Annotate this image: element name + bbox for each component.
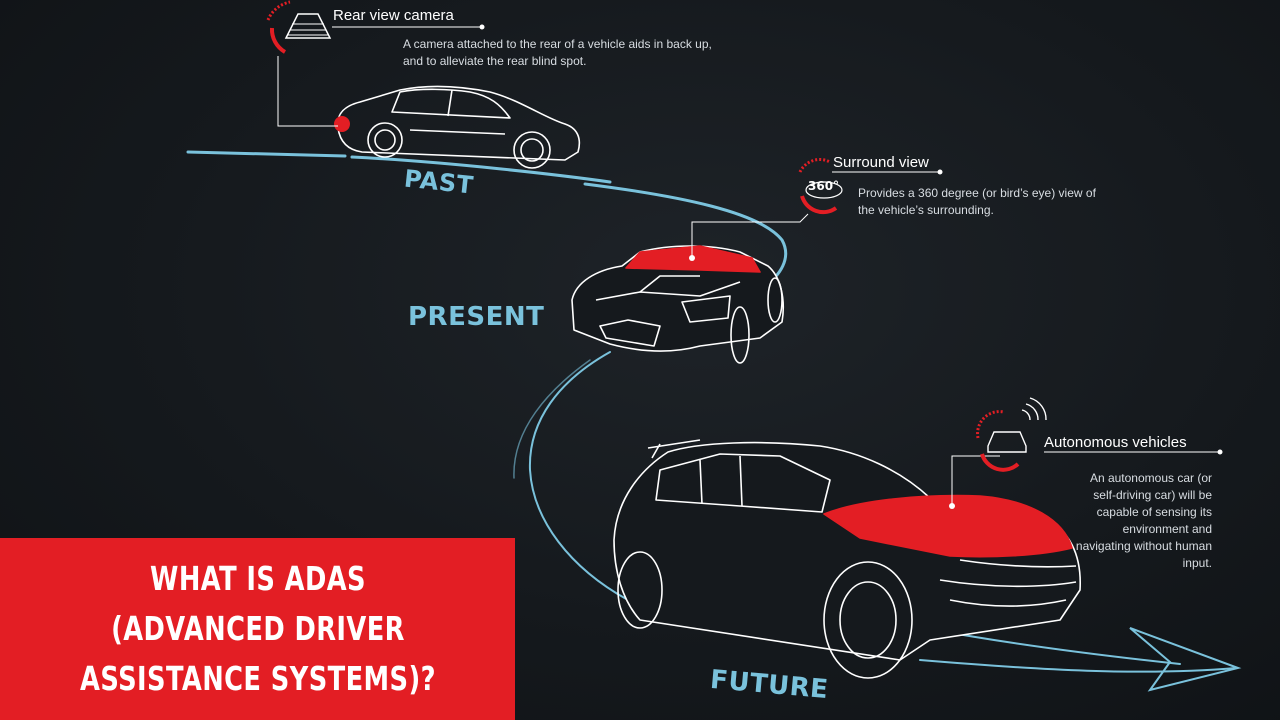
future-car (613, 439, 1081, 679)
surround-view-leader (691, 213, 809, 258)
present-car (571, 245, 784, 364)
road-arrow (1129, 627, 1242, 692)
rear-camera-description: A camera attached to the rear of a vehic… (403, 37, 712, 68)
rear-camera-leader (277, 56, 338, 127)
banner-title: WHAT IS ADAS (ADVANCED DRIVER ASSISTANCE… (79, 559, 436, 698)
autonomous-description: An autonomous car (or self-driving car) … (1075, 471, 1212, 570)
autonomous-title: Autonomous vehicles (1044, 434, 1187, 451)
surround-view-title: Surround view (833, 154, 929, 171)
autonomous-car-icon (976, 397, 1047, 472)
360-view-icon (798, 158, 843, 215)
title-banner: WHAT IS ADAS (ADVANCED DRIVER ASSISTANCE… (0, 538, 515, 720)
era-present: PRESENT (408, 302, 545, 332)
360-icon-text: 360° (808, 179, 839, 193)
rear-camera-dot (334, 116, 350, 132)
rear-camera-icon (266, 0, 332, 54)
surround-view-description: Provides a 360 degree (or bird’s eye) vi… (858, 186, 1096, 217)
rear-camera-title: Rear view camera (333, 7, 454, 24)
past-car (336, 85, 581, 169)
